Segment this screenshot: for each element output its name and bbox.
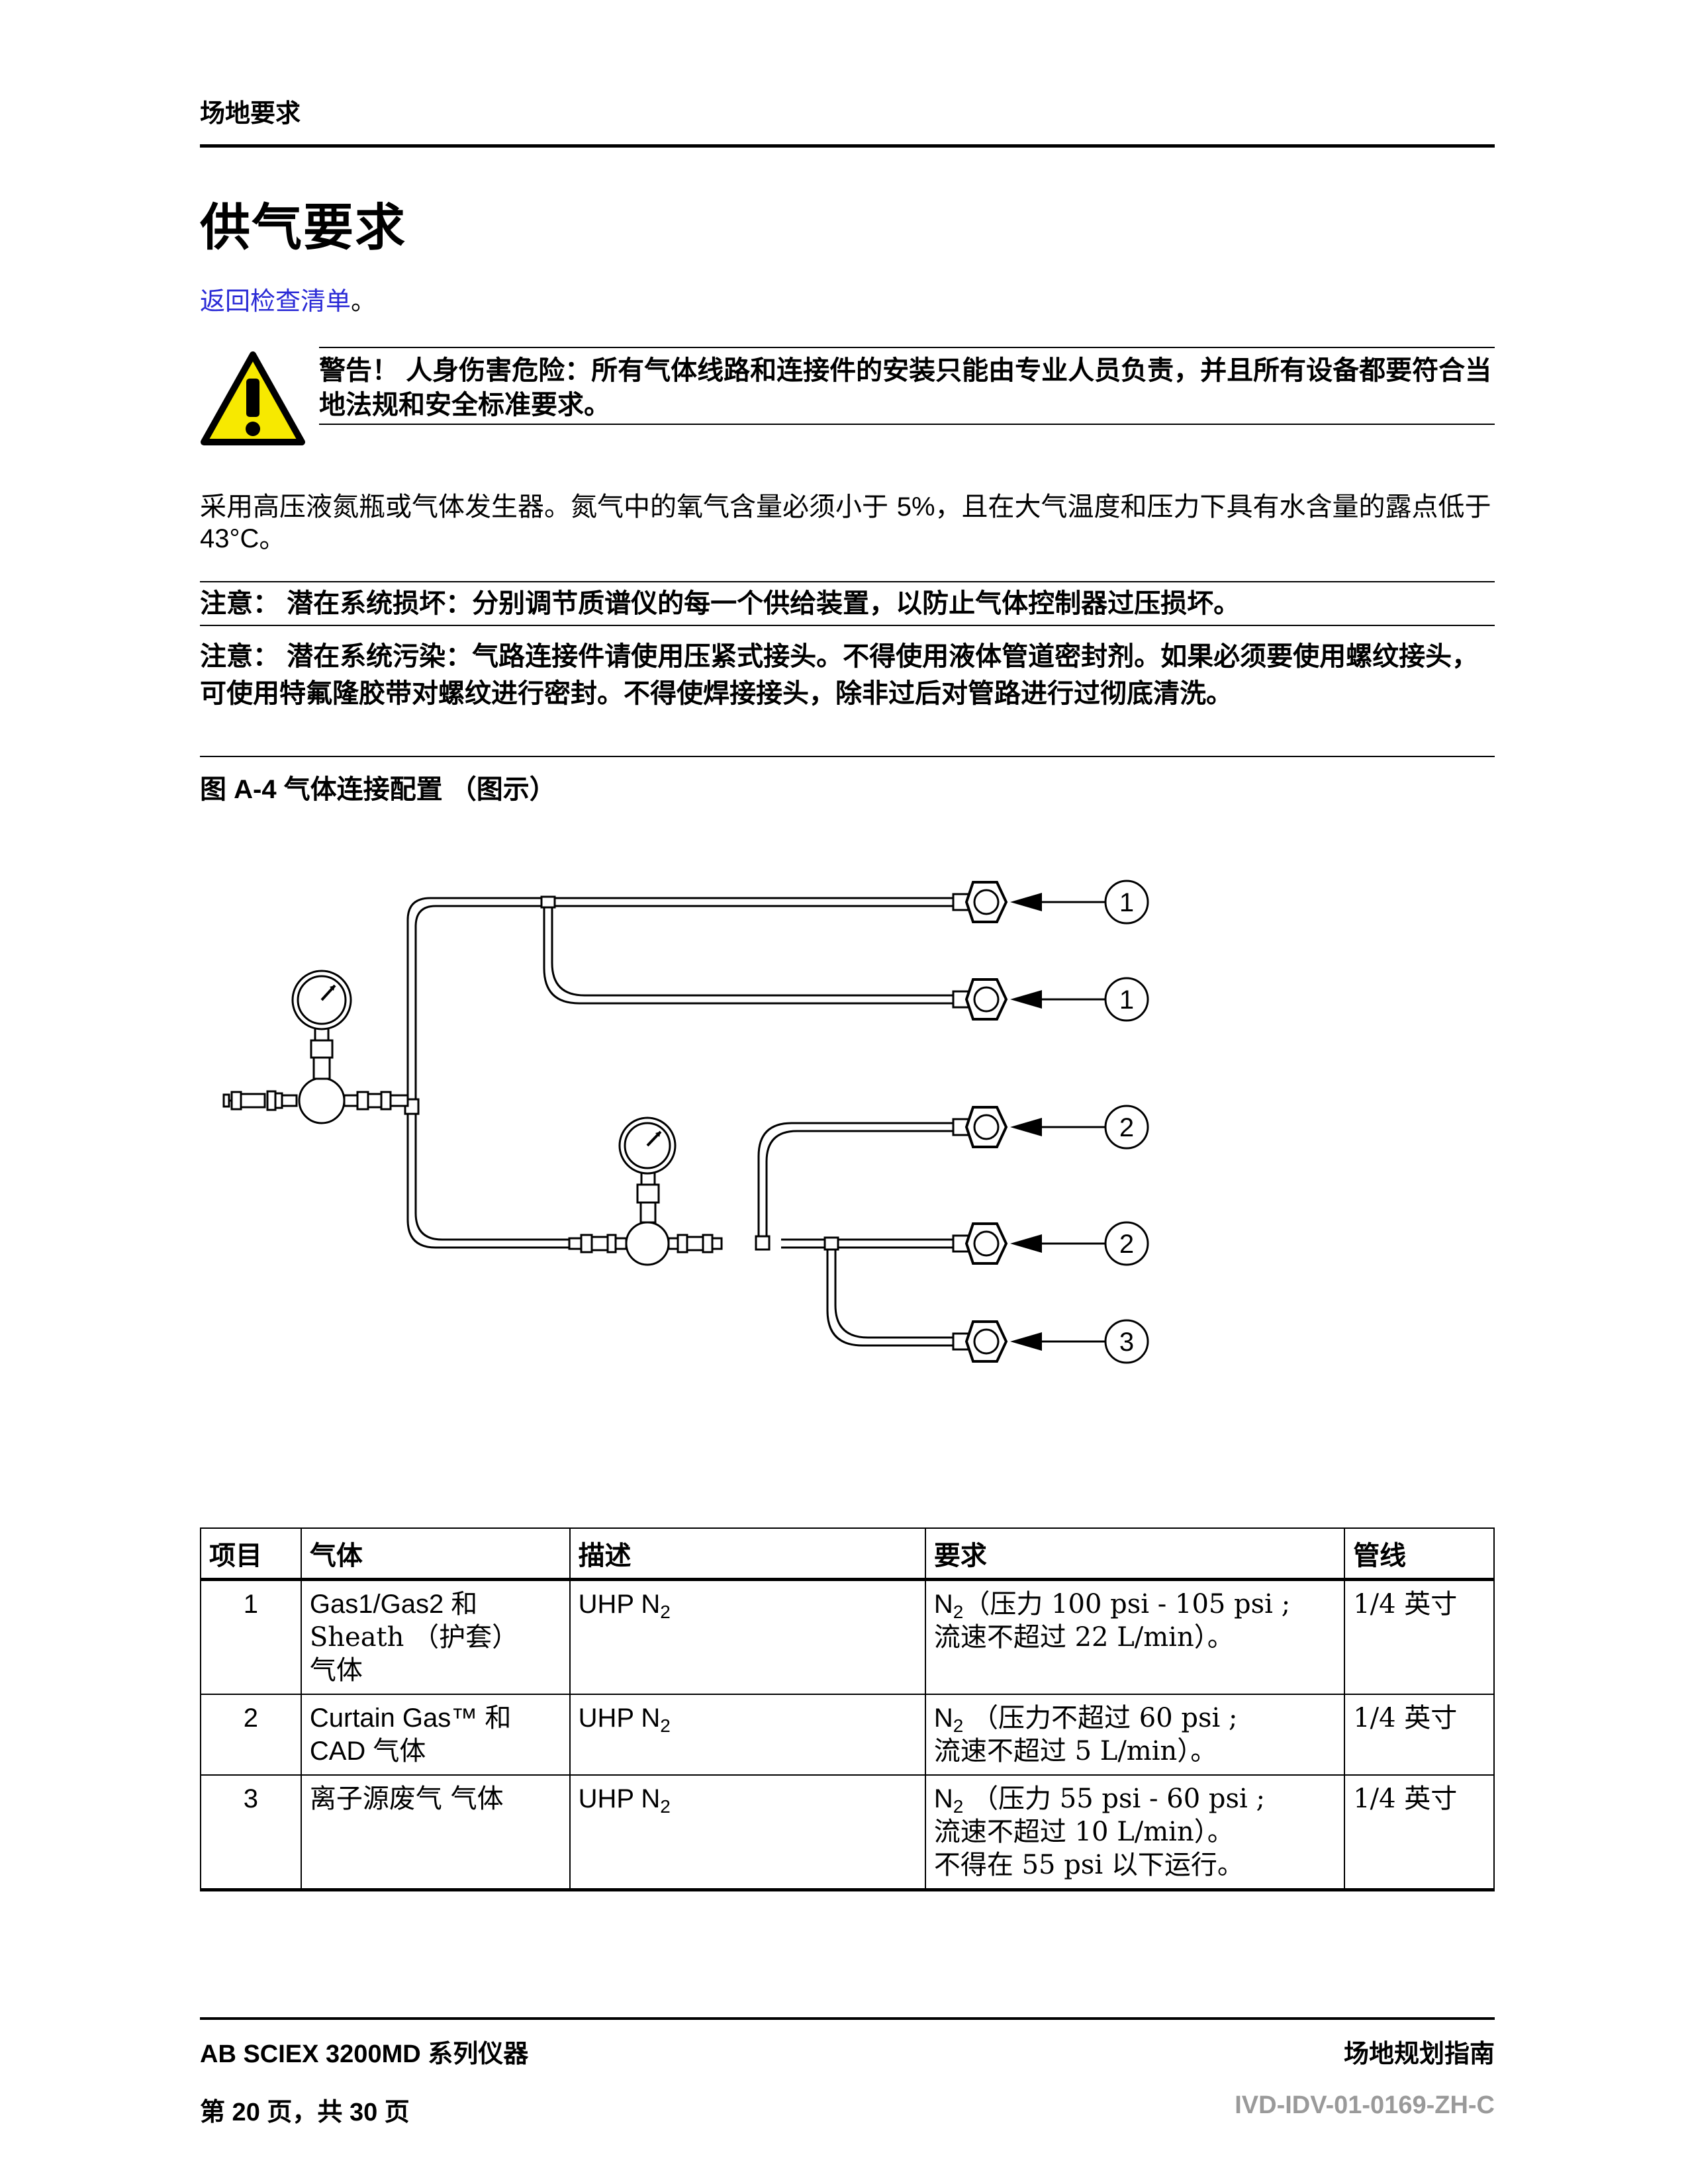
caution-note-damage: 注意： 潜在系统损坏：分别调节质谱仪的每一个供给装置，以防止气体控制器过压损坏。 (200, 589, 1241, 618)
gas-name: Curtain Gas™ 和 CAD 气体 (300, 1694, 571, 1776)
page-title: 供气要求 (200, 200, 406, 256)
footer-guide: 场地规划指南 (1343, 2040, 1495, 2068)
desc-subscript: 2 (660, 1602, 671, 1622)
intro-part1: 采用高压液氮瓶或气体发生器。氮气中的氧气含量必须小于 (200, 492, 897, 522)
warning-top-rule (319, 347, 1495, 348)
desc-text: UHP N (578, 1704, 661, 1733)
callout-2b: 2 (1119, 1230, 1134, 1259)
gas-name: Gas1/Gas2 和 Sheath （护套） 气体 (300, 1579, 571, 1695)
caution-note-contamination: 注意： 潜在系统污染：气路连接件请使用压紧式接头。不得使用液体管道密封剂。如果必… (200, 642, 1479, 708)
footer-rule (200, 2017, 1495, 2020)
back-to-checklist: 返回检查清单。 (200, 281, 376, 317)
note-rule-2 (200, 625, 1495, 626)
intro-part2: ，且在大气温度和压力下具有水含量的露点低于 (935, 492, 1491, 522)
tubing-size: 1/4 英寸 (1344, 1694, 1495, 1776)
table-header-row: 项目 气体 描述 要求 管线 (200, 1527, 1495, 1581)
figure-caption: 图 A-4 气体连接配置 （图示） (200, 775, 556, 804)
gas-name: 离子源废气 气体 (300, 1775, 571, 1891)
callout-3: 3 (1119, 1328, 1134, 1357)
dew-point: 43°C (200, 524, 259, 553)
header-rule (200, 144, 1495, 148)
back-link-period: 。 (351, 287, 377, 316)
intro-paragraph: 采用高压液氮瓶或气体发生器。氮气中的氧气含量必须小于 5%，且在大气温度和压力下… (200, 491, 1495, 555)
desc-text: UHP N (578, 1784, 661, 1813)
req-line: 流速不超过 22 L/min）。 (933, 1622, 1234, 1653)
item-number: 1 (200, 1579, 302, 1695)
tubing-size: 1/4 英寸 (1344, 1579, 1495, 1695)
gas-requirement: N2（压力 100 psi - 105 psi ; 流速不超过 22 L/min… (924, 1579, 1346, 1695)
col-requirement: 要求 (924, 1527, 1346, 1581)
desc-subscript: 2 (660, 1796, 671, 1817)
req-gas: N (933, 1784, 953, 1813)
tubing-size: 1/4 英寸 (1344, 1775, 1495, 1891)
req-line: 流速不超过 5 L/min）。 (933, 1736, 1217, 1766)
table-row: 3 离子源废气 气体 UHP N2 N2 （压力 55 psi - 60 psi… (200, 1775, 1495, 1891)
req-line: （压力 55 psi - 60 psi ; (963, 1784, 1265, 1814)
warning-triangle-icon (201, 351, 305, 445)
gas-description: UHP N2 (569, 1775, 926, 1891)
gas-description: UHP N2 (569, 1579, 926, 1695)
table-row: 2 Curtain Gas™ 和 CAD 气体 UHP N2 N2 （压力不超过… (200, 1694, 1495, 1776)
gas-requirements-table: 项目 气体 描述 要求 管线 1 Gas1/Gas2 和 Sheath （护套）… (200, 1527, 1495, 1891)
document-id: IVD-IDV-01-0169-ZH-C (1235, 2091, 1495, 2119)
col-description: 描述 (569, 1527, 926, 1581)
back-to-checklist-link[interactable]: 返回检查清单 (200, 287, 352, 316)
desc-subscript: 2 (660, 1715, 671, 1736)
req-line: 不得在 55 psi 以下运行。 (933, 1850, 1244, 1880)
gas-requirement: N2 （压力不超过 60 psi ; 流速不超过 5 L/min）。 (924, 1694, 1346, 1776)
gas-line: Curtain Gas™ 和 (309, 1704, 512, 1733)
item-number: 2 (200, 1694, 302, 1776)
col-tubing: 管线 (1344, 1527, 1495, 1581)
oxygen-limit: 5% (896, 492, 935, 522)
gas-line: 气体 (309, 1655, 363, 1686)
col-gas: 气体 (300, 1527, 571, 1581)
req-line: （压力 100 psi - 105 psi ; (963, 1589, 1291, 1619)
gas-line: CAD 气体 (309, 1737, 426, 1766)
page-number: 第 20 页，共 30 页 (200, 2099, 410, 2126)
desc-text: UHP N (578, 1590, 661, 1619)
intro-part3: 。 (259, 523, 286, 554)
table-row: 1 Gas1/Gas2 和 Sheath （护套） 气体 UHP N2 N2（压… (200, 1579, 1495, 1695)
note-rule-1 (200, 581, 1495, 582)
callout-2a: 2 (1119, 1113, 1134, 1142)
gas-line: 离子源废气 气体 (309, 1784, 504, 1814)
req-gas: N (933, 1704, 953, 1733)
col-item: 项目 (200, 1527, 302, 1581)
req-subscript: 2 (953, 1796, 964, 1817)
req-subscript: 2 (953, 1602, 964, 1622)
gas-line: Sheath （护套） (309, 1622, 519, 1653)
item-number: 3 (200, 1775, 302, 1891)
footer-product: AB SCIEX 3200MD 系列仪器 (200, 2040, 529, 2068)
section-header: 场地要求 (200, 100, 301, 128)
req-subscript: 2 (953, 1715, 964, 1736)
gas-description: UHP N2 (569, 1694, 926, 1776)
callout-1b: 1 (1119, 985, 1134, 1015)
warning-bottom-rule (319, 424, 1495, 425)
gas-requirement: N2 （压力 55 psi - 60 psi ; 流速不超过 10 L/min）… (924, 1775, 1346, 1891)
req-gas: N (933, 1590, 953, 1619)
note-rule-3 (200, 756, 1495, 757)
gas-connection-diagram: 1 1 2 2 3 (222, 880, 1149, 1364)
req-line: 流速不超过 10 L/min）。 (933, 1817, 1234, 1847)
req-line: （压力不超过 60 psi ; (963, 1703, 1238, 1733)
callout-1a: 1 (1119, 888, 1134, 917)
warning-text: 警告！ 人身伤害危险：所有气体线路和连接件的安装只能由专业人员负责，并且所有设备… (319, 356, 1492, 420)
gas-line: Gas1/Gas2 和 (309, 1590, 478, 1619)
